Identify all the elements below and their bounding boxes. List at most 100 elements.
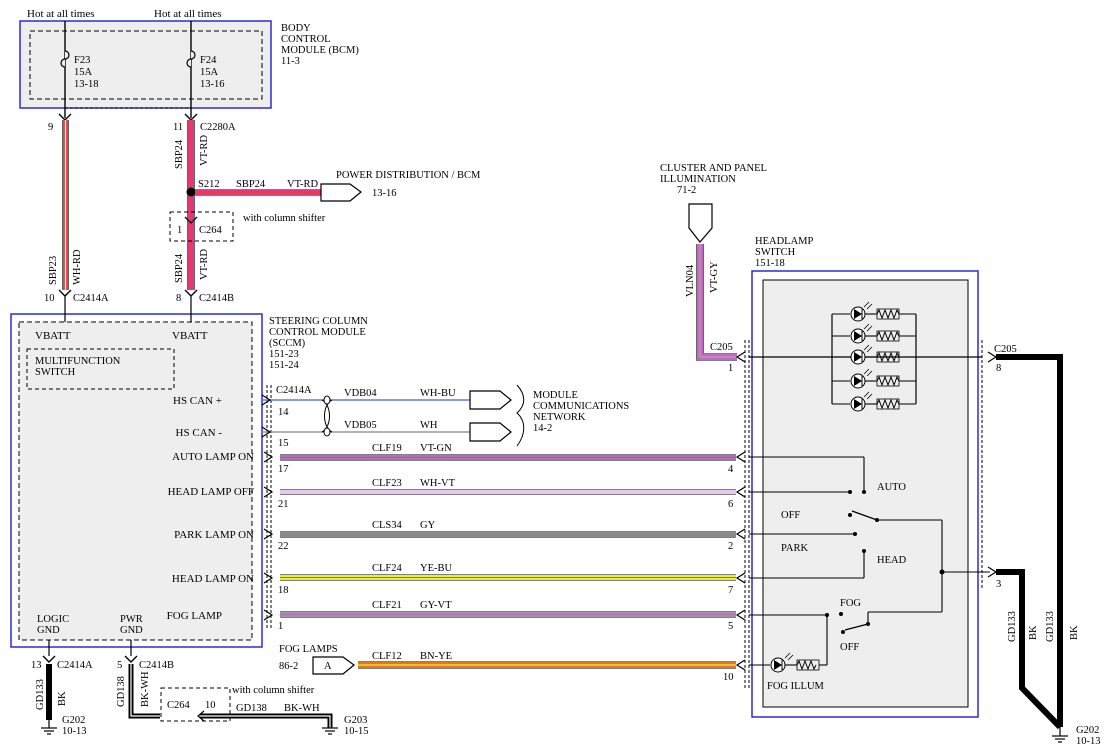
connector-chevron-icon: [184, 289, 198, 297]
multifunction-switch-box: [26, 348, 175, 390]
gd133-label-a: GD133: [1007, 611, 1018, 642]
network-label-1: MODULE: [533, 390, 578, 401]
color-vtgn: VT-GN: [420, 443, 452, 454]
circuit-head-lamp-off: [280, 489, 736, 495]
pin-1: 1: [278, 621, 283, 632]
signal-head-lamp-on: HEAD LAMP ON: [172, 573, 254, 585]
wire-vln04: [696, 244, 737, 361]
signal-fog-lamp: FOG LAMP: [167, 610, 222, 622]
pin-22: 22: [278, 541, 289, 552]
bcm-connector-c2280a: C2280A: [200, 122, 236, 133]
connector-arrow-icon: [469, 422, 512, 442]
rpin-7: 7: [728, 585, 733, 596]
code-clf19: CLF19: [372, 443, 402, 454]
wire-label-sbp23: SBP23: [48, 256, 59, 285]
led-icon: [832, 391, 916, 412]
fuse-f24-ref: 13-16: [200, 79, 225, 90]
can-color-wh: WH: [420, 420, 438, 431]
wire-label-vtrd-bottom: VT-RD: [199, 248, 210, 280]
hot-label-2: Hot at all times: [154, 8, 222, 20]
mfs-label-2: SWITCH: [35, 367, 76, 378]
led-icon: [832, 368, 916, 389]
wire-code-vln04: VLN04: [685, 264, 696, 297]
splice-s212-icon: [186, 187, 196, 197]
fuse-f23-id: F23: [74, 55, 90, 66]
lg-g202-ref: 10-13: [62, 726, 87, 737]
logic-gnd-2: GND: [37, 625, 60, 636]
ground-wire-gd133-a: [996, 354, 1063, 727]
can-connector-c2414a: C2414A: [276, 385, 312, 396]
connector-arrow-icon: [320, 183, 362, 202]
color-gy: GY: [420, 520, 436, 531]
network-label-4: 14-2: [533, 423, 552, 434]
connector-arrow-icon: [469, 390, 512, 410]
led-icon: [832, 301, 916, 322]
pin-17: 17: [278, 464, 289, 475]
network-brace-icon: [516, 384, 525, 447]
fog-position: FOG: [840, 598, 861, 609]
sccm-pin-8: 8: [176, 293, 181, 304]
bcm-title-1: BODY: [281, 23, 311, 34]
rpin-6: 6: [728, 499, 733, 510]
headlamp-selector-switch: [749, 456, 990, 612]
rpin-2: 2: [728, 541, 733, 552]
connector-chevron-icon: [58, 289, 72, 297]
g202-right-ref: 10-13: [1076, 736, 1101, 747]
sccm-title-1: STEERING COLUMN: [269, 316, 368, 327]
headlamp-title-1: HEADLAMP: [755, 236, 813, 247]
lg-bkwh: BK-WH: [140, 671, 151, 707]
headlamp-title-3: 151-18: [755, 258, 785, 269]
connector-chevron-icon: [124, 655, 138, 663]
pd-title: POWER DISTRIBUTION / BCM: [336, 170, 481, 181]
code-clf23: CLF23: [372, 478, 402, 489]
cluster-title-3: 71-2: [677, 185, 696, 196]
position-park: PARK: [781, 543, 808, 554]
headlamp-switch-module: [744, 270, 983, 718]
bk-label-a: BK: [1028, 625, 1039, 640]
lg-g203: G203: [344, 715, 367, 726]
rpin-10: 10: [723, 672, 734, 683]
twisted-pair-icon: [323, 395, 331, 405]
color-bnye: BN-YE: [420, 651, 452, 662]
sccm-conn-c2414a: C2414A: [73, 293, 109, 304]
signal-hs-can-minus: HS CAN -: [176, 427, 223, 439]
position-off: OFF: [781, 510, 800, 521]
code-clf21: CLF21: [372, 600, 402, 611]
c205-pin-8: 8: [996, 363, 1001, 374]
fuse-icon: [186, 50, 196, 68]
sccm-title-5: 151-24: [269, 360, 299, 371]
pwr-gnd-1: PWR: [120, 614, 143, 625]
position-auto: AUTO: [877, 482, 906, 493]
connector-chevron-icon: [184, 216, 198, 224]
pd-ref: 13-16: [372, 188, 397, 199]
mfs-label-1: MULTIFUNCTION: [35, 356, 121, 367]
bk-label-b: BK: [1069, 625, 1080, 640]
fog-illum-led: [749, 652, 827, 673]
c264-pin: 1: [177, 225, 182, 236]
fuse-icon: [60, 50, 70, 68]
led-icon: [832, 323, 916, 344]
bcm-pin-9: 9: [48, 122, 53, 133]
sccm-title-3: (SCCM): [269, 338, 306, 349]
ground-g203-icon: [322, 727, 338, 735]
sccm-pin-10: 10: [44, 293, 55, 304]
sccm-vbatt-2: VBATT: [172, 330, 208, 342]
c264-connector-box: [169, 211, 234, 242]
fuse-f23-ref: 13-18: [74, 79, 99, 90]
code-cls34: CLS34: [372, 520, 403, 531]
code-clf24: CLF24: [372, 563, 403, 574]
wire-label-sbp24-top: SBP24: [174, 139, 185, 169]
code-clf12: CLF12: [372, 651, 402, 662]
logic-gnd-1: LOGIC: [37, 614, 69, 625]
pin-21: 21: [278, 499, 289, 510]
column-shifter-note: with column shifter: [243, 213, 326, 224]
fog-illum-label: FOG ILLUM: [767, 681, 825, 692]
lg-gd138: GD138: [116, 676, 127, 707]
fog-conn-letter: A: [324, 661, 332, 672]
sccm-title-4: 151-23: [269, 349, 299, 360]
headlamp-title-2: SWITCH: [755, 247, 796, 258]
bcm-title-2: CONTROL: [281, 34, 331, 45]
bcm-module: [19, 20, 272, 118]
connector-arrow-icon: [312, 656, 355, 675]
sccm-vbatt-1: VBATT: [35, 330, 71, 342]
